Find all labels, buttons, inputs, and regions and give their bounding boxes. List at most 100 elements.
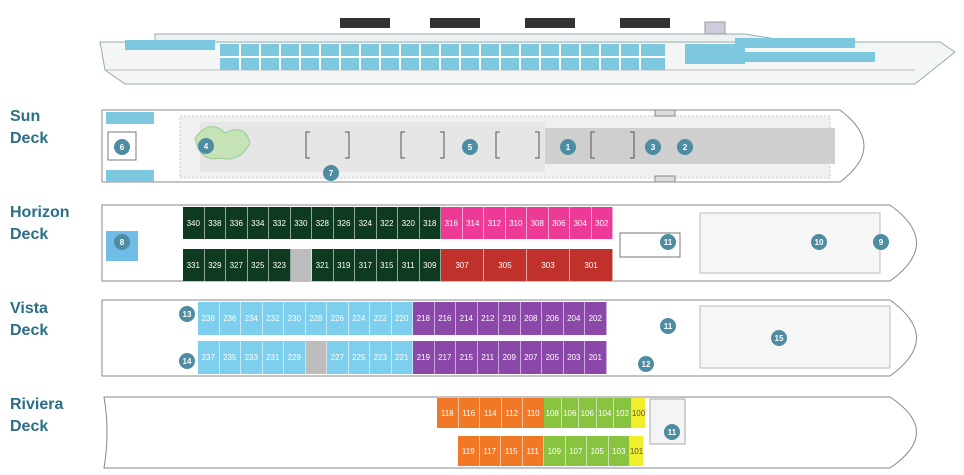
cabin-320[interactable]: 320 bbox=[398, 207, 420, 239]
cabin-326[interactable]: 326 bbox=[333, 207, 355, 239]
cabin-324[interactable]: 324 bbox=[355, 207, 377, 239]
cabin-316[interactable]: 316 bbox=[441, 207, 463, 239]
cabin-317[interactable]: 317 bbox=[355, 249, 377, 281]
cabin-311[interactable]: 311 bbox=[398, 249, 420, 281]
cabin-301[interactable]: 301 bbox=[570, 249, 613, 281]
cabin-231[interactable]: 231 bbox=[262, 341, 284, 374]
cabin-312[interactable]: 312 bbox=[484, 207, 506, 239]
cabin-109[interactable]: 109 bbox=[544, 436, 566, 466]
cabin-217[interactable]: 217 bbox=[434, 341, 456, 374]
cabin-221[interactable]: 221 bbox=[391, 341, 413, 374]
cabin-210[interactable]: 210 bbox=[499, 302, 521, 335]
cabin-104[interactable]: 104 bbox=[596, 398, 614, 428]
cabin-101[interactable]: 101 bbox=[630, 436, 644, 466]
cabin-338[interactable]: 338 bbox=[204, 207, 226, 239]
marker-7: 7 bbox=[323, 165, 339, 181]
cabin-307[interactable]: 307 bbox=[441, 249, 484, 281]
cabin-227[interactable]: 227 bbox=[327, 341, 349, 374]
cabin-202[interactable]: 202 bbox=[585, 302, 607, 335]
cabin-207[interactable]: 207 bbox=[520, 341, 542, 374]
cabin-112[interactable]: 112 bbox=[501, 398, 523, 428]
cabin-303[interactable]: 303 bbox=[527, 249, 570, 281]
cabin-106[interactable]: 106 bbox=[579, 398, 597, 428]
cabin-118[interactable]: 118 bbox=[437, 398, 459, 428]
cabin-225[interactable]: 225 bbox=[348, 341, 370, 374]
cabin-219[interactable]: 219 bbox=[413, 341, 435, 374]
cabin-235[interactable]: 235 bbox=[219, 341, 241, 374]
cabin-327[interactable]: 327 bbox=[226, 249, 248, 281]
cabin-328[interactable]: 328 bbox=[312, 207, 334, 239]
cabin-205[interactable]: 205 bbox=[542, 341, 564, 374]
cabin-115[interactable]: 115 bbox=[501, 436, 523, 466]
cabin-322[interactable]: 322 bbox=[376, 207, 398, 239]
cabin-308[interactable]: 308 bbox=[527, 207, 549, 239]
cabin-214[interactable]: 214 bbox=[456, 302, 478, 335]
cabin-230[interactable]: 230 bbox=[284, 302, 306, 335]
cabin-206[interactable]: 206 bbox=[542, 302, 564, 335]
cabin-305[interactable]: 305 bbox=[484, 249, 527, 281]
cabin-232[interactable]: 232 bbox=[262, 302, 284, 335]
cabin-102[interactable]: 102 bbox=[614, 398, 632, 428]
cabin-325[interactable]: 325 bbox=[247, 249, 269, 281]
cabin-323[interactable]: 323 bbox=[269, 249, 291, 281]
cabin-314[interactable]: 314 bbox=[462, 207, 484, 239]
cabin-216[interactable]: 216 bbox=[434, 302, 456, 335]
cabin-203[interactable]: 203 bbox=[563, 341, 585, 374]
cabin-220[interactable]: 220 bbox=[391, 302, 413, 335]
cabin-321[interactable]: 321 bbox=[312, 249, 334, 281]
marker-6: 6 bbox=[114, 139, 130, 155]
cabin-310[interactable]: 310 bbox=[505, 207, 527, 239]
cabin-223[interactable]: 223 bbox=[370, 341, 392, 374]
cabin-340[interactable]: 340 bbox=[183, 207, 205, 239]
cabin-119[interactable]: 119 bbox=[458, 436, 480, 466]
sun-deck-label: Sun Deck bbox=[10, 106, 48, 150]
cabin-306[interactable]: 306 bbox=[548, 207, 570, 239]
marker-15: 15 bbox=[771, 330, 787, 346]
cabin-233[interactable]: 233 bbox=[241, 341, 263, 374]
cabin-105[interactable]: 105 bbox=[587, 436, 609, 466]
cabin-100[interactable]: 100 bbox=[632, 398, 646, 428]
cabin-236[interactable]: 236 bbox=[219, 302, 241, 335]
cabin-330[interactable]: 330 bbox=[290, 207, 312, 239]
cabin-336[interactable]: 336 bbox=[226, 207, 248, 239]
cabin-234[interactable]: 234 bbox=[241, 302, 263, 335]
cabin-237[interactable]: 237 bbox=[198, 341, 220, 374]
cabin-stairwell[interactable] bbox=[290, 249, 312, 281]
cabin-224[interactable]: 224 bbox=[348, 302, 370, 335]
cabin-107[interactable]: 107 bbox=[565, 436, 587, 466]
cabin-331[interactable]: 331 bbox=[183, 249, 205, 281]
cabin-319[interactable]: 319 bbox=[333, 249, 355, 281]
marker-5: 5 bbox=[462, 139, 478, 155]
cabin-332[interactable]: 332 bbox=[269, 207, 291, 239]
cabin-106[interactable]: 106 bbox=[561, 398, 579, 428]
cabin-218[interactable]: 218 bbox=[413, 302, 435, 335]
cabin-222[interactable]: 222 bbox=[370, 302, 392, 335]
cabin-215[interactable]: 215 bbox=[456, 341, 478, 374]
cabin-318[interactable]: 318 bbox=[419, 207, 441, 239]
cabin-309[interactable]: 309 bbox=[419, 249, 441, 281]
cabin-228[interactable]: 228 bbox=[305, 302, 327, 335]
cabin-226[interactable]: 226 bbox=[327, 302, 349, 335]
cabin-209[interactable]: 209 bbox=[499, 341, 521, 374]
cabin-108[interactable]: 108 bbox=[544, 398, 562, 428]
cabin-117[interactable]: 117 bbox=[479, 436, 501, 466]
cabin-229[interactable]: 229 bbox=[284, 341, 306, 374]
cabin-211[interactable]: 211 bbox=[477, 341, 499, 374]
cabin-103[interactable]: 103 bbox=[608, 436, 630, 466]
cabin-110[interactable]: 110 bbox=[523, 398, 545, 428]
cabin-stairwell[interactable] bbox=[305, 341, 327, 374]
cabin-302[interactable]: 302 bbox=[591, 207, 613, 239]
cabin-238[interactable]: 238 bbox=[198, 302, 220, 335]
cabin-114[interactable]: 114 bbox=[480, 398, 502, 428]
cabin-116[interactable]: 116 bbox=[458, 398, 480, 428]
cabin-208[interactable]: 208 bbox=[520, 302, 542, 335]
marker-13: 13 bbox=[179, 306, 195, 322]
cabin-111[interactable]: 111 bbox=[522, 436, 544, 466]
cabin-212[interactable]: 212 bbox=[477, 302, 499, 335]
cabin-334[interactable]: 334 bbox=[247, 207, 269, 239]
cabin-304[interactable]: 304 bbox=[570, 207, 592, 239]
cabin-329[interactable]: 329 bbox=[204, 249, 226, 281]
cabin-315[interactable]: 315 bbox=[376, 249, 398, 281]
cabin-201[interactable]: 201 bbox=[585, 341, 607, 374]
cabin-204[interactable]: 204 bbox=[563, 302, 585, 335]
